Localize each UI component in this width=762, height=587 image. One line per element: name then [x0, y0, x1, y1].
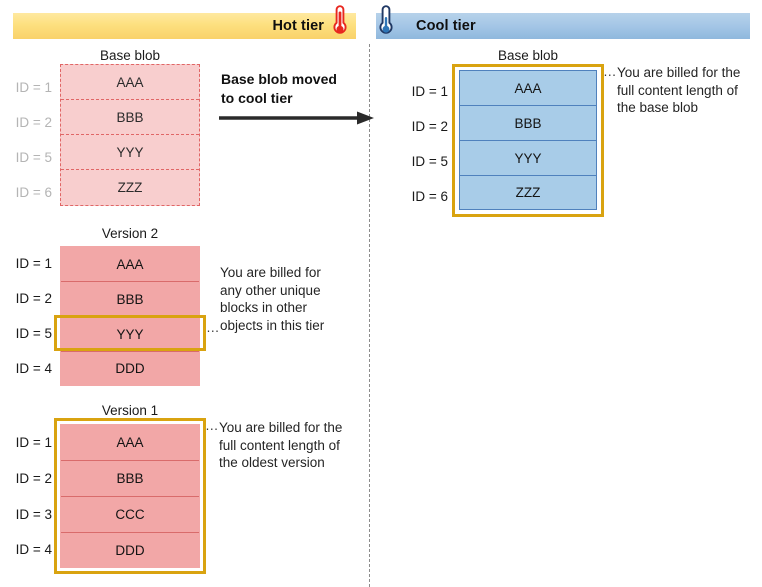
- blob-row: CCC: [61, 497, 199, 533]
- id-label: ID = 4: [15, 361, 52, 376]
- hot-tier-header: Hot tier: [13, 13, 356, 39]
- arrow-right-icon: [219, 111, 374, 125]
- hot-base-blob-title: Base blob: [99, 48, 161, 63]
- blob-row: BBB: [61, 282, 199, 317]
- id-label: ID = 3: [15, 507, 52, 522]
- blob-row: ZZZ: [515, 185, 541, 200]
- version-1-title: Version 1: [101, 403, 159, 418]
- blob-row: YYY: [61, 135, 199, 170]
- thermometer-cool-icon: [376, 4, 396, 38]
- id-label: ID = 1: [15, 435, 52, 450]
- blob-row: BBB: [61, 461, 199, 497]
- id-label: ID = 2: [15, 115, 52, 130]
- id-label: ID = 5: [15, 150, 52, 165]
- transition-label: Base blob moved to cool tier: [221, 71, 337, 106]
- id-label: ID = 6: [15, 185, 52, 200]
- cool-base-blob-callout-leader: …: [603, 64, 617, 79]
- blob-row: BBB: [460, 106, 596, 141]
- version-1-table: AAA BBB CCC DDD: [60, 424, 200, 568]
- version-1-callout-leader: …: [205, 418, 219, 433]
- id-label: ID = 2: [15, 291, 52, 306]
- hot-base-blob-table: AAA BBB YYY ZZZ: [60, 64, 200, 206]
- blob-row: AAA: [61, 65, 199, 100]
- id-label: ID = 5: [15, 326, 52, 341]
- blob-row: BBB: [61, 100, 199, 135]
- cool-base-blob-title: Base blob: [497, 48, 559, 63]
- cool-tier-label: Cool tier: [416, 18, 476, 34]
- id-label: ID = 6: [411, 189, 448, 204]
- id-label: ID = 4: [15, 542, 52, 557]
- thermometer-hot-icon: [330, 4, 350, 38]
- cool-tier-header: Cool tier: [376, 13, 750, 39]
- blob-row: ZZZ: [117, 179, 143, 195]
- id-label: ID = 2: [411, 119, 448, 134]
- blob-row: DDD: [115, 542, 145, 558]
- blob-row: AAA: [460, 71, 596, 106]
- version-2-table: AAA BBB YYY DDD: [60, 246, 200, 386]
- tier-divider: [369, 44, 370, 587]
- id-label: ID = 2: [15, 471, 52, 486]
- hot-tier-label: Hot tier: [272, 18, 324, 34]
- cool-base-blob-callout: You are billed for the full content leng…: [617, 65, 741, 115]
- version-1-callout: You are billed for the full content leng…: [219, 420, 343, 470]
- blob-row: AAA: [61, 425, 199, 461]
- version-2-callout: You are billed for any other unique bloc…: [220, 265, 325, 333]
- id-label: ID = 1: [15, 256, 52, 271]
- blob-row: YYY: [460, 141, 596, 176]
- id-label: ID = 1: [411, 84, 448, 99]
- id-label: ID = 1: [15, 80, 52, 95]
- blob-row: AAA: [61, 247, 199, 282]
- blob-row: YYY: [61, 317, 199, 352]
- cool-base-blob-table: AAA BBB YYY ZZZ: [459, 70, 597, 210]
- id-label: ID = 5: [411, 154, 448, 169]
- version-2-title: Version 2: [101, 226, 159, 241]
- blob-row: DDD: [115, 361, 145, 376]
- version-2-callout-leader: …: [206, 320, 220, 335]
